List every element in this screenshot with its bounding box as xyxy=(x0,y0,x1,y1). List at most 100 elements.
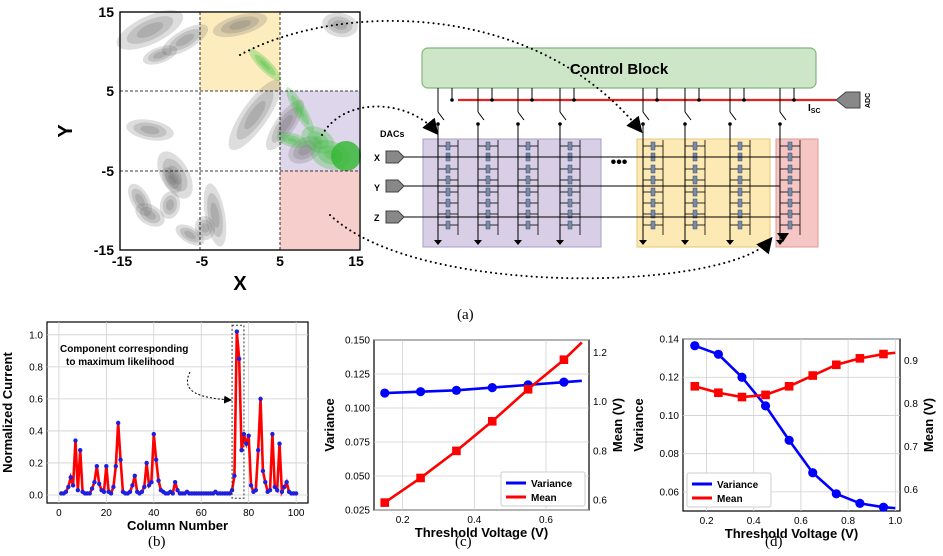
chart-b-ylabel: Normalized Current xyxy=(0,352,15,473)
chart-b-point xyxy=(97,481,102,486)
dac-inputs: DACs X Y Z xyxy=(374,129,780,224)
chart-b-point xyxy=(73,438,78,443)
chart-c-variance-point xyxy=(380,388,390,398)
chart-d-mean-point xyxy=(855,354,865,363)
chart-c-xtick: 0.4 xyxy=(467,515,481,526)
chart-b-annotation-line2: to maximum likelihood xyxy=(66,357,174,368)
chart-b-point xyxy=(170,491,175,496)
green-gaussian xyxy=(248,48,282,82)
chart-d-xtick: 0.8 xyxy=(841,516,855,527)
column-7 xyxy=(726,88,746,245)
mapping-arrows xyxy=(239,19,773,280)
chart-b-point xyxy=(267,487,273,493)
x-tick-m5: -5 xyxy=(196,253,209,269)
chart-b-point xyxy=(70,483,76,488)
chart-b-ytick: 0.8 xyxy=(29,362,43,373)
svg-text:X: X xyxy=(374,153,380,163)
gray-gaussian xyxy=(128,183,152,217)
chart-c-y2tick: 1.0 xyxy=(593,397,607,408)
crossbar-circuit: Control Block DACs X Y Z • xyxy=(374,47,872,248)
chart-b-annotation-arrow xyxy=(187,371,233,404)
chart-b-point xyxy=(239,447,244,453)
svg-text:Y: Y xyxy=(374,183,380,193)
chart-c-y2label: Mean (V) xyxy=(610,398,625,452)
quadrant-red xyxy=(280,171,360,250)
chart-b-xtick: 80 xyxy=(243,508,255,519)
chart-b-point xyxy=(282,484,287,490)
gray-gaussian xyxy=(116,10,184,50)
chart-d-mean-point xyxy=(714,388,723,398)
chart-c-xlabel: Threshold Voltage (V) xyxy=(415,525,548,540)
chart-d-mean-point xyxy=(832,360,841,370)
chart-c-variance-point xyxy=(559,377,569,387)
chart-b-point xyxy=(234,329,240,334)
gray-gaussian xyxy=(159,191,181,219)
chart-c-ytick: 0.100 xyxy=(345,404,370,415)
chart-b-point xyxy=(153,457,159,462)
svg-text:ISC: ISC xyxy=(808,103,821,115)
x-tick-5: 5 xyxy=(276,253,284,269)
grid-lines xyxy=(120,12,360,250)
control-block-label: Control Block xyxy=(570,61,669,78)
chart-d-variance-point xyxy=(760,401,771,411)
green-gaussian-components xyxy=(248,48,361,171)
chart-d-legend-mean: Mean xyxy=(717,494,743,505)
chart-d-mean-point xyxy=(784,382,794,391)
arrow-purple xyxy=(321,105,439,136)
gray-gaussian xyxy=(203,183,227,247)
chart-d-xtick: 1.0 xyxy=(888,516,902,527)
chart-b-point xyxy=(255,447,261,453)
chart-c-variance-point xyxy=(487,383,497,393)
chart-b-point xyxy=(108,491,114,496)
chart-b-point xyxy=(87,491,92,496)
chart-b-point xyxy=(75,487,81,493)
chart-d-y2tick: 0.7 xyxy=(904,442,918,453)
input-x: X xyxy=(374,150,780,164)
svg-text:ADC: ADC xyxy=(865,93,872,108)
chart-b-xtick: 20 xyxy=(101,508,113,519)
gray-gaussian xyxy=(126,119,174,141)
chart-b-xlabel: Column Number xyxy=(127,518,228,533)
chart-b-point xyxy=(258,396,263,402)
chart-d-variance-point xyxy=(878,502,889,512)
chart-c-mean-point xyxy=(452,446,461,456)
chart-b-point xyxy=(246,433,251,438)
chart-d-y2tick: 0.9 xyxy=(904,356,918,367)
adc-block: ADC xyxy=(835,91,872,109)
gray-gaussian xyxy=(162,167,182,193)
chart-d-variance-point xyxy=(713,349,723,359)
gray-gaussian xyxy=(265,99,305,151)
chart-b-point xyxy=(253,487,258,493)
chart-b-point xyxy=(244,441,249,446)
chart-b-point xyxy=(248,483,254,488)
quadrant-yellow xyxy=(200,12,280,91)
chart-c-ytick: 0.075 xyxy=(345,438,370,449)
chart-b-point xyxy=(78,447,83,453)
gray-gaussian xyxy=(322,12,358,38)
gaussian-mixture-plot: 15 5 -5 -15 -15 -5 5 15 X Y xyxy=(55,4,364,295)
chart-b-point xyxy=(115,420,121,426)
dacs-label: DACs xyxy=(380,129,405,139)
gray-gaussian xyxy=(175,224,205,246)
chart-b-point xyxy=(144,460,149,466)
gray-gaussian xyxy=(157,151,193,199)
scatter-xlabel: X xyxy=(233,273,247,295)
chart-d-mean-point xyxy=(737,392,747,402)
column-4 xyxy=(556,88,576,245)
chart-d-mean-point xyxy=(761,390,770,400)
chart-b-point xyxy=(92,479,97,485)
chart-b-xtick: 100 xyxy=(288,508,305,519)
cell-stack-8 xyxy=(780,140,801,235)
chart-b-point xyxy=(270,431,275,437)
chart-d-ytick: 0.10 xyxy=(660,411,680,422)
chart-d-mean-point xyxy=(690,382,700,391)
chart-b-point xyxy=(66,484,71,490)
chart-d-ytick: 0.06 xyxy=(660,487,680,498)
chart-c-mean-point xyxy=(380,498,390,507)
